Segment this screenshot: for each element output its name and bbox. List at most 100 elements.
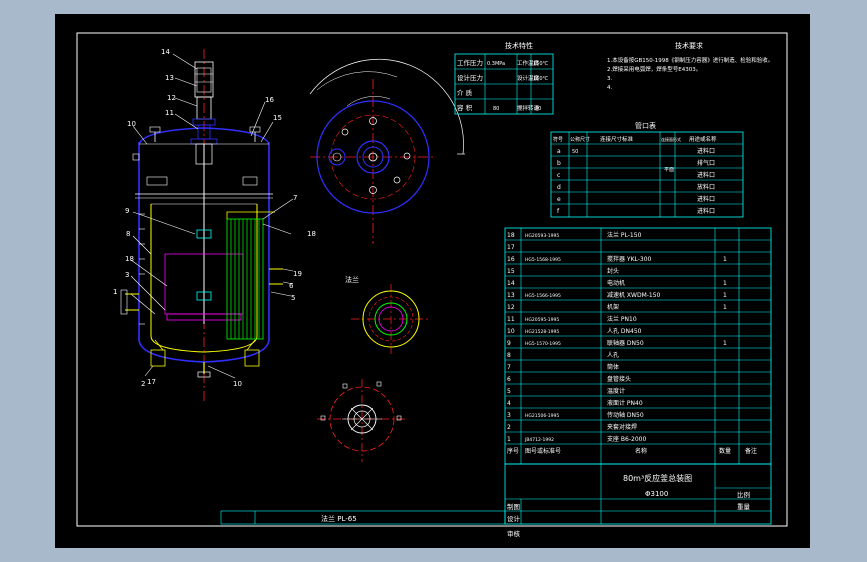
tech-req-line: 1.本设备按GB150-1998《钢制压力容器》进行制造、检验和验收。 — [607, 56, 773, 64]
parts-cell: 筒体 — [607, 363, 619, 371]
balloon-10b: 1 — [113, 288, 117, 296]
parts-cell: 夹套对接焊 — [607, 423, 637, 431]
nozzle-cell: 进料口 — [697, 147, 715, 155]
parts-cell: 1 — [723, 340, 727, 347]
parts-header-cell: 图号或标准号 — [525, 447, 561, 455]
parts-cell: 电动机 — [607, 279, 625, 287]
tech-cell: 介 质 — [457, 88, 473, 97]
tech-req-line: 4. — [607, 85, 612, 91]
nozzle-cell: c — [557, 172, 560, 179]
balloon-8: 8 — [126, 230, 130, 238]
parts-cell: 封头 — [607, 267, 619, 275]
balloon-16: 16 — [265, 96, 274, 104]
parts-cell: 11 — [507, 316, 515, 323]
balloon-17: 7 — [293, 194, 297, 202]
flange-detail-2 — [317, 379, 407, 462]
parts-cell: JB4712-1992 — [524, 437, 554, 443]
parts-cell: HG21528-1995 — [525, 329, 559, 335]
balloon-10: 10 — [127, 120, 136, 128]
parts-cell: 16 — [507, 256, 515, 263]
nozzle-cell: a — [557, 148, 561, 155]
nozzle-header: 连接尺寸标准 — [600, 135, 634, 143]
parts-header-cell: 数量 — [719, 447, 731, 455]
parts-cell: 9 — [507, 340, 511, 347]
parts-header-cell: 名称 — [635, 447, 647, 455]
title-drawn-label: 制图 — [507, 502, 520, 511]
parts-cell: 1 — [723, 256, 727, 263]
bottom-note: 法兰 PL-65 — [220, 510, 506, 525]
parts-cell: 5 — [507, 388, 511, 395]
title-checked-label: 审核 — [507, 529, 521, 538]
balloon-1: 2 — [141, 380, 145, 388]
top-plan-view — [309, 58, 465, 244]
parts-cell: 法兰 PL-150 — [607, 231, 642, 239]
nozzle-table-title: 管口表 — [635, 121, 656, 130]
nozzle-side-note: 平面 — [664, 167, 674, 173]
nozzle-table: 管口表 符号 公称尺寸 连接尺寸标准 — [550, 121, 744, 218]
parts-cell: 温度计 — [607, 387, 625, 395]
vessel-elevation-view: 14 13 12 11 10 16 15 9 8 7 17 18 3 2 1 1… — [113, 48, 316, 404]
nozzle-cell: 进料口 — [697, 171, 715, 179]
title-design-label: 设计 — [507, 514, 521, 523]
balloon-6: 19 — [293, 270, 302, 278]
parts-cell: 减速机 XWDM-150 — [607, 291, 661, 299]
title-block: 80m³反应釜总装图 Φ3100 比例 重量 制图 设计 审核 — [504, 463, 772, 538]
tech-req-line: 3. — [607, 76, 612, 82]
parts-cell: 液面计 PN40 — [607, 399, 643, 407]
parts-header-cell: 备注 — [745, 447, 757, 455]
parts-cell: 2 — [507, 424, 511, 431]
parts-cell: 支座 B6-2000 — [607, 435, 646, 443]
parts-cell: 6 — [507, 376, 511, 383]
balloon-19: 18 — [307, 230, 316, 238]
balloon-5: 6 — [289, 282, 294, 290]
top-head — [138, 127, 270, 145]
parts-cell: 15 — [507, 268, 515, 275]
tech-cell: 设计温度 — [517, 74, 540, 82]
parts-cell: 1 — [723, 280, 727, 287]
balloon-13: 13 — [165, 74, 174, 82]
tech-cell: 160℃ — [533, 76, 549, 82]
parts-cell: 8 — [507, 352, 511, 359]
flange-label-1: 法兰 — [345, 275, 359, 284]
heating-coil — [226, 211, 275, 340]
tech-cell: 0.3MPa — [487, 61, 505, 67]
nozzle-cell: d — [557, 184, 561, 191]
parts-cell: HG5-1568-1995 — [525, 257, 561, 263]
sheet-border — [76, 32, 788, 527]
parts-cell: 17 — [507, 244, 515, 251]
drawing-svg: 14 13 12 11 10 16 15 9 8 7 17 18 3 2 1 1… — [76, 32, 788, 538]
tech-cell: 工作温度 — [517, 59, 540, 67]
parts-cell: 人孔 DN450 — [607, 327, 642, 335]
balloon-11: 11 — [165, 109, 174, 117]
tech-cell: 150℃ — [533, 61, 549, 67]
parts-cell: 4 — [507, 400, 511, 407]
balloon-15: 15 — [273, 114, 282, 122]
balloon-2: 3 — [125, 271, 129, 279]
tech-requirements: 技术要求 1.本设备按GB150-1998《钢制压力容器》进行制造、检验和验收。… — [607, 41, 773, 91]
parts-cell: HG20595-1995 — [525, 317, 559, 323]
parts-cell: 7 — [507, 364, 511, 371]
nozzle-cell: 50 — [572, 149, 578, 155]
parts-cell: 3 — [507, 412, 511, 419]
flange-bottom-label: 法兰 PL-65 — [321, 514, 357, 523]
parts-cell: 搅拌器 YKL-300 — [607, 255, 652, 263]
tech-req-title: 技术要求 — [675, 41, 703, 50]
parts-cell: 1 — [507, 436, 511, 443]
jacket — [150, 204, 258, 353]
plan-outer-circle — [316, 100, 430, 214]
tech-cell: 80 — [535, 106, 541, 112]
tech-cell: 80 — [493, 106, 499, 112]
parts-cell: 传动轴 DN50 — [607, 411, 644, 419]
balloon-3: 18 — [125, 255, 134, 263]
parts-cell: 1 — [723, 304, 727, 311]
balloon-9: 9 — [125, 207, 129, 215]
title-drawing-name: 80m³反应釜总装图 — [623, 473, 692, 483]
parts-cell: 12 — [507, 304, 515, 311]
title-weight-label: 重量 — [737, 503, 751, 511]
parts-cell: HG5-1570-1995 — [525, 341, 561, 347]
parts-cell: 1 — [723, 292, 727, 299]
tech-spec-table: 技术特性 工作压力 0.3MPa 工作温度 150℃ 设计压力 设计温度 160… — [454, 41, 554, 115]
balloon-18b: 10 — [233, 380, 242, 388]
